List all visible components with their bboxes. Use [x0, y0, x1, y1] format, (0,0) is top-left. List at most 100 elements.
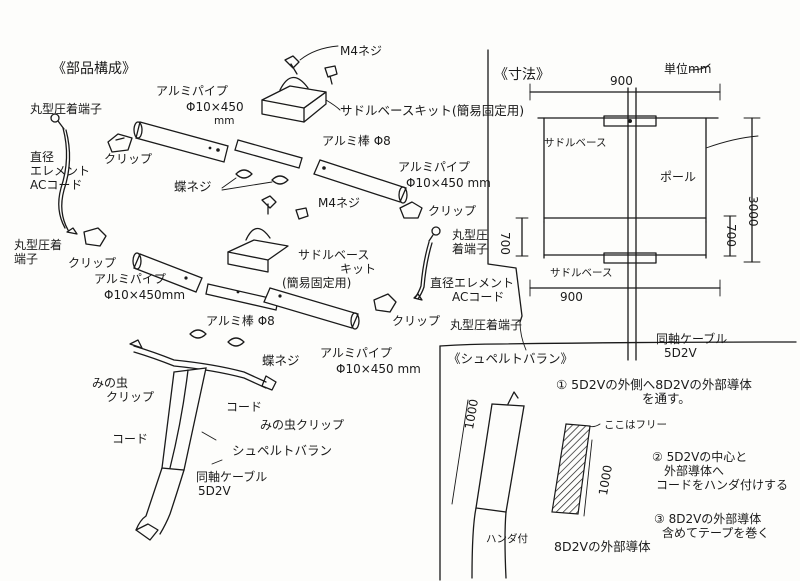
saddle-base-kit-2-line1: サドルベース: [298, 248, 370, 262]
dimension-antenna: [515, 63, 761, 361]
alu-pipe-4-size: Φ10×450 mm: [336, 362, 421, 376]
dimension-frame: [487, 49, 527, 351]
balun-free-note: ここはフリー: [604, 419, 667, 431]
alu-pipe-2-label: アルミパイプ: [398, 160, 470, 174]
sleeve-balun-label: シュペルトバラン: [232, 443, 333, 458]
mino-clip-left-line1: みの虫: [92, 376, 129, 390]
clip-right-bottom: [373, 293, 397, 313]
balun-step3-line2: 含めてテープを巻く: [662, 526, 770, 540]
round-crimp-left-bottom-line1: 丸型圧着: [14, 238, 63, 252]
alu-rod-1: [234, 139, 303, 169]
balun-step3: ③ 8D2Vの外部導体 含めてテープを巻く: [654, 512, 769, 540]
alu-pipe-1-size: Φ10×450: [186, 100, 244, 114]
balun-step3-line1: ③ 8D2Vの外部導体: [654, 512, 762, 526]
wing-nut-1-label: 蝶ネジ: [174, 179, 212, 194]
dims-saddle-top: サドルベース: [544, 137, 607, 149]
saddle-base-kit-bottom: [227, 227, 289, 273]
element-ac-cord-left: [58, 127, 78, 235]
wing-nuts-1: [221, 169, 289, 191]
alu-pipe-2-size: Φ10×450 mm: [406, 176, 491, 190]
clip-left-bottom: [83, 227, 107, 247]
round-crimp-terminal-top: [50, 113, 65, 130]
mino-clip-left-line2: クリップ: [106, 390, 155, 404]
balun-right-braid: [551, 423, 601, 517]
balun-step2-line1: ② 5D2Vの中心と: [652, 450, 748, 464]
balun-step2: ② 5D2Vの中心と 外部導体へ コードをハンダ付けする: [652, 450, 788, 492]
alu-pipe-3: [132, 252, 203, 293]
balun-step1-line1: ① 5D2Vの外側へ8D2Vの外部導体: [556, 377, 752, 392]
element-ac-cord-right: [413, 241, 433, 301]
m4-screw-label-top: M4ネジ: [340, 44, 382, 58]
dims-top-width: 900: [610, 74, 633, 88]
alu-pipe-2: [313, 159, 408, 204]
element-ac-cord-right-label: 直径エレメント ACコード: [430, 276, 514, 304]
alu-pipe-3-label: アルミパイプ: [94, 272, 166, 286]
saddle-base-kit-1-label: サドルベースキット(簡易固定用): [340, 103, 525, 118]
element-ac-cord-left-line2: エレメント: [30, 164, 91, 178]
alu-pipe-1-label: アルミパイプ: [156, 84, 228, 98]
balun-outer-8d2v-label: 8D2Vの外部導体: [554, 539, 651, 554]
round-crimp-right: [428, 226, 441, 242]
dims-coax-line2: 5D2V: [664, 346, 697, 360]
element-ac-cord-left-label: 直径 エレメント ACコード: [30, 150, 90, 192]
dims-pole: ポール: [660, 170, 697, 184]
m4-screw-pair-top: [284, 45, 339, 85]
saddle-base-kit-2-line3: (簡易固定用): [282, 276, 352, 290]
dims-spacing-right: 700: [724, 224, 738, 247]
balun-title: 《シュペルトバラン》: [448, 351, 574, 366]
balun-step2-line3: コードをハンダ付けする: [656, 478, 789, 492]
dims-saddle-bottom: サドルベース: [550, 267, 613, 279]
balun-step2-line2: 外部導体へ: [664, 464, 725, 478]
cord-2-label: コード: [112, 432, 149, 446]
round-crimp-right-label: 丸型圧 着端子: [452, 228, 488, 256]
element-ac-cord-right-line1: 直径エレメント: [430, 276, 515, 290]
round-crimp-left-bottom-line2: 端子: [14, 252, 39, 266]
element-ac-cord-left-line3: ACコード: [30, 178, 83, 192]
balun-solder-label: ハンダ付: [486, 533, 528, 545]
m4-screw-pair-mid: [261, 195, 309, 220]
clip-right-bottom-label: クリップ: [392, 314, 441, 328]
dims-unit: 単位mm: [664, 62, 712, 76]
clip-right-top-label: クリップ: [428, 204, 477, 218]
clip-left-top-label: クリップ: [104, 152, 153, 166]
parts-title: 《部品構成》: [52, 61, 136, 77]
alu-pipe-4: [263, 287, 360, 330]
saddle-base-kit-2-line2: キット: [340, 262, 377, 276]
clip-left-bottom-label: クリップ: [68, 256, 117, 270]
alu-rod-1-label: アルミ棒 Φ8: [322, 134, 391, 148]
round-crimp-left-bottom-label: 丸型圧着 端子: [14, 238, 62, 266]
saddle-base-kit-2-label: サドルベース キット (簡易固定用): [282, 248, 376, 290]
balun-step1: ① 5D2Vの外側へ8D2Vの外部導体 を通す。: [556, 378, 752, 406]
dims-coax-line1: 同軸ケーブル: [656, 332, 728, 346]
wing-nuts-2: [189, 329, 245, 347]
alu-pipe-1-unit: mm: [214, 115, 235, 127]
dims-spacing-left: 700: [498, 232, 512, 255]
balun-left-sleeve: [451, 391, 525, 579]
dims-bottom-width: 900: [560, 290, 583, 304]
cord-1-label: コード: [226, 400, 263, 414]
coax-label-left-line1: 同軸ケーブル: [196, 470, 268, 484]
mino-clip-right-label: みの虫クリップ: [260, 418, 345, 432]
alu-pipe-1: [133, 121, 229, 163]
coax-label-left-line2: 5D2V: [198, 484, 231, 498]
saddle-base-kit-top: [261, 76, 341, 123]
element-ac-cord-right-line2: ACコード: [452, 290, 505, 304]
dims-height-total: 3000: [746, 196, 760, 227]
alu-pipe-3-size: Φ10×450mm: [104, 288, 186, 302]
dims-coax-label: 同軸ケーブル 5D2V: [656, 332, 727, 360]
alu-pipe-4-label: アルミパイプ: [320, 346, 392, 360]
element-ac-cord-left-line1: 直径: [30, 150, 55, 164]
clip-right-top: [399, 201, 423, 219]
m4-screw-label-mid: M4ネジ: [318, 196, 360, 210]
round-crimp-right-line1: 丸型圧: [452, 228, 489, 242]
balun-step1-line2: を通す。: [642, 391, 691, 406]
balun-frame: [439, 341, 797, 581]
sleeve-balun-assembly: [129, 339, 277, 541]
round-crimp-label-top: 丸型圧着端子: [30, 102, 103, 116]
round-crimp-right-line2: 着端子: [452, 242, 489, 256]
alu-rod-2: [205, 283, 279, 311]
clip-left-top: [107, 133, 133, 153]
alu-rod-2-label: アルミ棒 Φ8: [206, 314, 275, 328]
